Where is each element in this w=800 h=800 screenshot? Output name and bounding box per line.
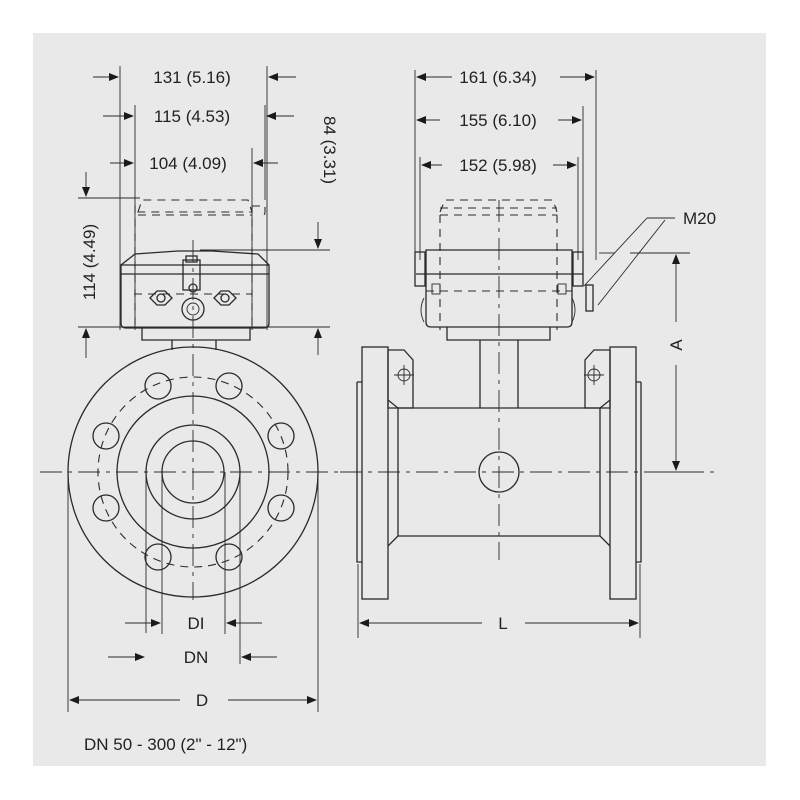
di-label: DI bbox=[188, 614, 205, 633]
a-label: A bbox=[667, 339, 686, 351]
front-height-cover-label: 84 (3.31) bbox=[320, 116, 339, 184]
side-width-inner-label: 152 (5.98) bbox=[459, 156, 537, 175]
side-width-dimensions bbox=[414, 70, 597, 260]
height-a-dimension bbox=[662, 254, 686, 473]
d-label: D bbox=[196, 691, 208, 710]
flange-diameter-dimensions bbox=[69, 619, 317, 704]
front-width-mid-label: 115 (4.53) bbox=[154, 107, 230, 126]
side-cover-outline bbox=[439, 199, 558, 330]
front-height-cover-dimension bbox=[200, 222, 330, 355]
front-width-outer-label: 131 (5.16) bbox=[153, 68, 231, 87]
side-width-outer-label: 161 (6.34) bbox=[459, 68, 537, 87]
front-cover-outline bbox=[134, 199, 266, 330]
front-housing bbox=[120, 250, 270, 350]
front-width-inner-label: 104 (4.09) bbox=[149, 154, 227, 173]
side-view: 161 (6.34) 155 (6.10) 152 (5.98) bbox=[340, 68, 720, 638]
side-housing bbox=[414, 200, 690, 560]
dn-label: DN bbox=[184, 648, 209, 667]
drawing-panel bbox=[33, 33, 766, 766]
front-flange bbox=[40, 240, 340, 712]
l-label: L bbox=[498, 614, 507, 633]
front-width-dimensions bbox=[93, 66, 296, 330]
front-view: 131 (5.16) 115 (4.53) 104 (4.09) 114 (4.… bbox=[40, 66, 340, 712]
side-meter-body bbox=[340, 346, 720, 638]
front-height-total-label: 114 (4.49) bbox=[80, 224, 99, 300]
side-width-mid-label: 155 (6.10) bbox=[459, 111, 537, 130]
front-height-total-dimension bbox=[78, 172, 330, 358]
size-range-note: DN 50 - 300 (2" - 12") bbox=[84, 735, 247, 754]
m20-gland-label: M20 bbox=[683, 209, 716, 228]
